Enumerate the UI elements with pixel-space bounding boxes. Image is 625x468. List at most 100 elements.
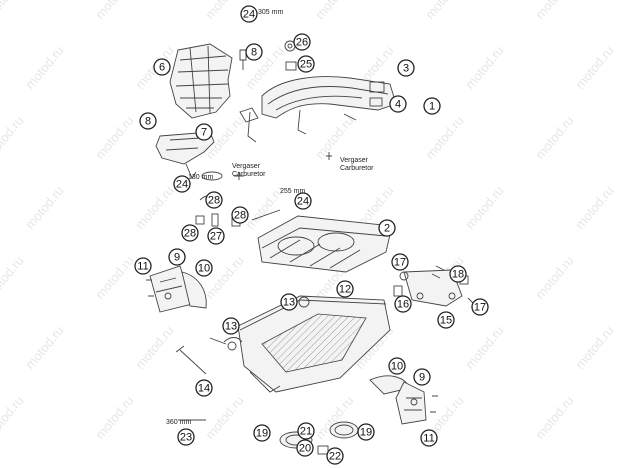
callout-22: 22 [326, 447, 344, 465]
callout-number: 2 [384, 223, 390, 235]
callout-number: 25 [300, 59, 312, 71]
carburetor-markers [234, 152, 332, 180]
callout-circle [195, 379, 213, 397]
callout-20: 20 [296, 439, 314, 457]
callout-circle [231, 206, 249, 224]
callout-circle [177, 428, 195, 446]
watermark-text: motod.ru [202, 393, 246, 442]
callout-number: 26 [296, 37, 308, 49]
callout-8: 8 [245, 43, 263, 61]
callout-17: 17 [471, 298, 489, 316]
callout-8: 8 [139, 112, 157, 130]
callout-circle [205, 191, 223, 209]
callout-number: 19 [256, 428, 268, 440]
watermark-text: motod.ru [202, 0, 246, 22]
callout-13: 13 [280, 293, 298, 311]
callout-circle [397, 59, 415, 77]
callout-19: 19 [357, 423, 375, 441]
callout-number: 11 [137, 261, 148, 273]
watermark-text: motod.ru [0, 393, 27, 442]
airbox-lid-part [257, 215, 393, 273]
callout-number: 9 [419, 372, 425, 384]
callout-circle [153, 58, 171, 76]
watermark-text: motod.ru [0, 0, 27, 22]
callout-number: 24 [176, 179, 188, 191]
callout-circle [296, 439, 314, 457]
callout-4: 4 [389, 95, 407, 113]
callout-17: 17 [391, 253, 409, 271]
small-bracket-part [343, 81, 385, 121]
side-flap-left-part [146, 265, 207, 313]
callout-circle [240, 5, 258, 23]
callout-10: 10 [195, 259, 213, 277]
callout-circle [449, 265, 467, 283]
callout-25: 25 [297, 55, 315, 73]
watermark-text: motod.ru [572, 323, 616, 372]
callout-circle [357, 423, 375, 441]
callout-28: 28 [181, 224, 199, 242]
callout-circle [181, 224, 199, 242]
watermark-text: motod.ru [22, 323, 66, 372]
callout-number: 8 [145, 116, 151, 128]
callout-16: 16 [394, 295, 412, 313]
callout-number: 27 [210, 231, 222, 243]
callout-circle [326, 447, 344, 465]
callout-24: 24 [240, 5, 258, 23]
watermark-text: motod.ru [572, 43, 616, 92]
callout-1: 1 [423, 97, 441, 115]
callout-26: 26 [293, 33, 311, 51]
callout-number: 10 [198, 263, 210, 275]
callout-circle [297, 422, 315, 440]
callout-number: 12 [339, 284, 351, 296]
callout-12: 12 [336, 280, 354, 298]
callout-28: 28 [231, 206, 249, 224]
hose-clamp-small-part [201, 171, 223, 181]
callout-21: 21 [297, 422, 315, 440]
callout-18: 18 [449, 265, 467, 283]
callout-circle [195, 123, 213, 141]
callout-number: 1 [429, 101, 435, 113]
callout-6: 6 [153, 58, 171, 76]
carburetor-label-en-1: Carburetor [232, 171, 266, 178]
callout-circle [437, 311, 455, 329]
callout-number: 20 [299, 443, 311, 455]
watermark-text: motod.ru [422, 113, 466, 162]
watermark-text: motod.ru [92, 113, 136, 162]
callout-circle [195, 259, 213, 277]
airbox-housing-part [209, 295, 391, 393]
callout-number: 13 [283, 297, 295, 309]
callout-circle [423, 97, 441, 115]
clamp-length-305: 305 mm [258, 9, 283, 16]
callout-circle [389, 95, 407, 113]
callout-10: 10 [388, 357, 406, 375]
callout-3: 3 [397, 59, 415, 77]
callout-number: 28 [234, 210, 246, 222]
watermark-text: motod.ru [462, 323, 506, 372]
watermark-text: motod.ru [462, 183, 506, 232]
callout-number: 16 [397, 299, 409, 311]
callout-number: 17 [394, 257, 406, 269]
watermark-text: motod.ru [92, 393, 136, 442]
callout-number: 17 [474, 302, 486, 314]
callout-circle [280, 293, 298, 311]
callout-circle [293, 33, 311, 51]
callout-circle [471, 298, 489, 316]
callout-number: 15 [440, 315, 452, 327]
callout-circle [391, 253, 409, 271]
watermark-text: motod.ru [462, 43, 506, 92]
watermark-text: motod.ru [132, 323, 176, 372]
callout-number: 21 [300, 426, 312, 438]
callout-circle [378, 219, 396, 237]
airbox-upper-tube-part [239, 76, 397, 143]
callout-circle [222, 317, 240, 335]
watermark-text: motod.ru [532, 253, 576, 302]
callout-7: 7 [195, 123, 213, 141]
watermark-text: motod.ru [572, 183, 616, 232]
callout-circle [139, 112, 157, 130]
callout-number: 7 [201, 127, 207, 139]
callout-circle [294, 192, 312, 210]
callout-2: 2 [378, 219, 396, 237]
callout-circle [388, 357, 406, 375]
clamp-length-255: 255 mm [280, 188, 305, 195]
carburetor-label-de-2: Vergaser [340, 157, 369, 164]
